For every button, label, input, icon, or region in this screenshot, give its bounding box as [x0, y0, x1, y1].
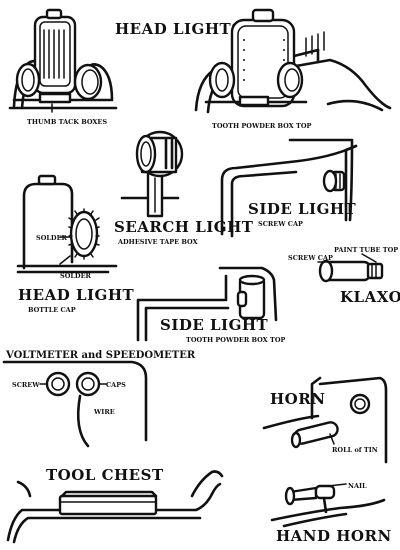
thumb-tack-boxes-caption: THUMB TACK BOXES	[27, 118, 107, 126]
solder-caption-1: SOLDER	[36, 234, 68, 242]
tool-chest-drawing	[6, 470, 224, 544]
bottle-cap-caption: BOTTLE CAP	[28, 306, 76, 314]
tooth-powder-headlight-drawing	[194, 8, 392, 114]
screw-caption: SCREW	[12, 381, 40, 389]
adhesive-tape-box-caption: ADHESIVE TAPE BOX	[117, 238, 199, 246]
wire-caption: WIRE	[93, 408, 115, 416]
head-lights-thumb-tack-drawing	[8, 8, 118, 113]
head-lights-title: HEAD LIGHTS	[115, 20, 243, 38]
search-light-title: SEARCH LIGHT	[114, 218, 254, 236]
klaxon-title: KLAXON	[340, 288, 400, 306]
voltmeter-speedometer-drawing	[2, 360, 148, 448]
hand-horn-title: HAND HORN	[276, 527, 392, 545]
tooth-powder-box-top-caption-1: TOOTH POWDER BOX TOP	[212, 122, 311, 130]
head-light-bottle-cap-drawing	[16, 174, 118, 274]
klaxon-drawing	[317, 253, 384, 283]
solder-caption-2: SOLDER	[60, 272, 92, 280]
side-light-title-1: SIDE LIGHT	[248, 200, 357, 218]
voltmeter-speedometer-title: VOLTMETER and SPEEDOMETER	[5, 350, 196, 361]
hand-horn-drawing	[270, 483, 386, 528]
side-light-screw-cap-drawing	[220, 138, 358, 238]
screw-cap-caption-1: SCREW CAP	[258, 220, 303, 228]
horn-title: HORN	[270, 390, 325, 408]
head-light-title: HEAD LIGHT	[18, 286, 135, 304]
caps-caption: CAPS	[106, 381, 126, 389]
nail-caption: NAIL	[348, 482, 367, 490]
tooth-powder-box-top-caption-2: TOOTH POWDER BOX TOP	[186, 336, 285, 344]
side-light-title-2: SIDE LIGHT	[160, 316, 269, 334]
roll-of-tin-caption: ROLL of TIN	[332, 446, 378, 454]
search-light-drawing	[120, 130, 184, 218]
tool-chest-title: TOOL CHEST	[46, 466, 164, 484]
screw-cap-caption-2: SCREW CAP	[288, 254, 333, 262]
paint-tube-top-caption: PAINT TUBE TOP	[334, 246, 398, 254]
side-light-tooth-powder-drawing	[136, 266, 278, 342]
horn-drawing	[262, 376, 388, 464]
